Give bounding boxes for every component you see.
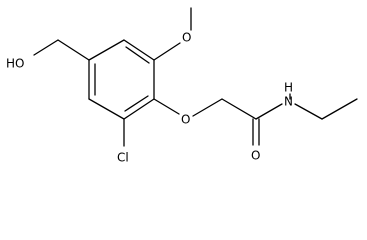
- bond-carbonyl-c-n: [255, 103, 283, 120]
- amide-nitrogen-label: N: [284, 95, 293, 109]
- bond-c3-o-methoxy: [153, 42, 181, 61]
- chemical-structure: HO O O N H O Cl: [6, 7, 358, 165]
- ring-bond-c2-c3: [123, 39, 155, 61]
- methoxy-oxygen-label: O: [182, 31, 191, 45]
- bond-ch2-oh: [33, 39, 59, 56]
- bond-ch2-carbonyl-c: [221, 98, 257, 120]
- ring-bond-c1-c2: [88, 39, 125, 61]
- hydroxyl-oxygen-label: HO: [6, 57, 24, 71]
- ring-double-c2-c3: [125, 46, 150, 64]
- atom-labels: HO O O N H O Cl: [6, 31, 293, 165]
- amide-hydrogen-label: H: [284, 81, 293, 95]
- ether-oxygen-label: O: [181, 113, 190, 127]
- ring-double-c4-c5: [124, 95, 149, 112]
- bond-n-ch2: [294, 103, 323, 120]
- carbonyl-oxygen-label: O: [251, 149, 260, 163]
- bonds: [33, 7, 358, 147]
- chlorine-label: Cl: [117, 151, 129, 165]
- ring-bond-c5-c6: [88, 98, 125, 120]
- bond-o-ch2: [192, 98, 223, 117]
- bond-ch2-ch3: [321, 98, 358, 120]
- bond-c1-ch2: [57, 39, 90, 61]
- ring-bond-c4-c5: [123, 98, 155, 120]
- bond-c4-o-ether: [153, 98, 180, 115]
